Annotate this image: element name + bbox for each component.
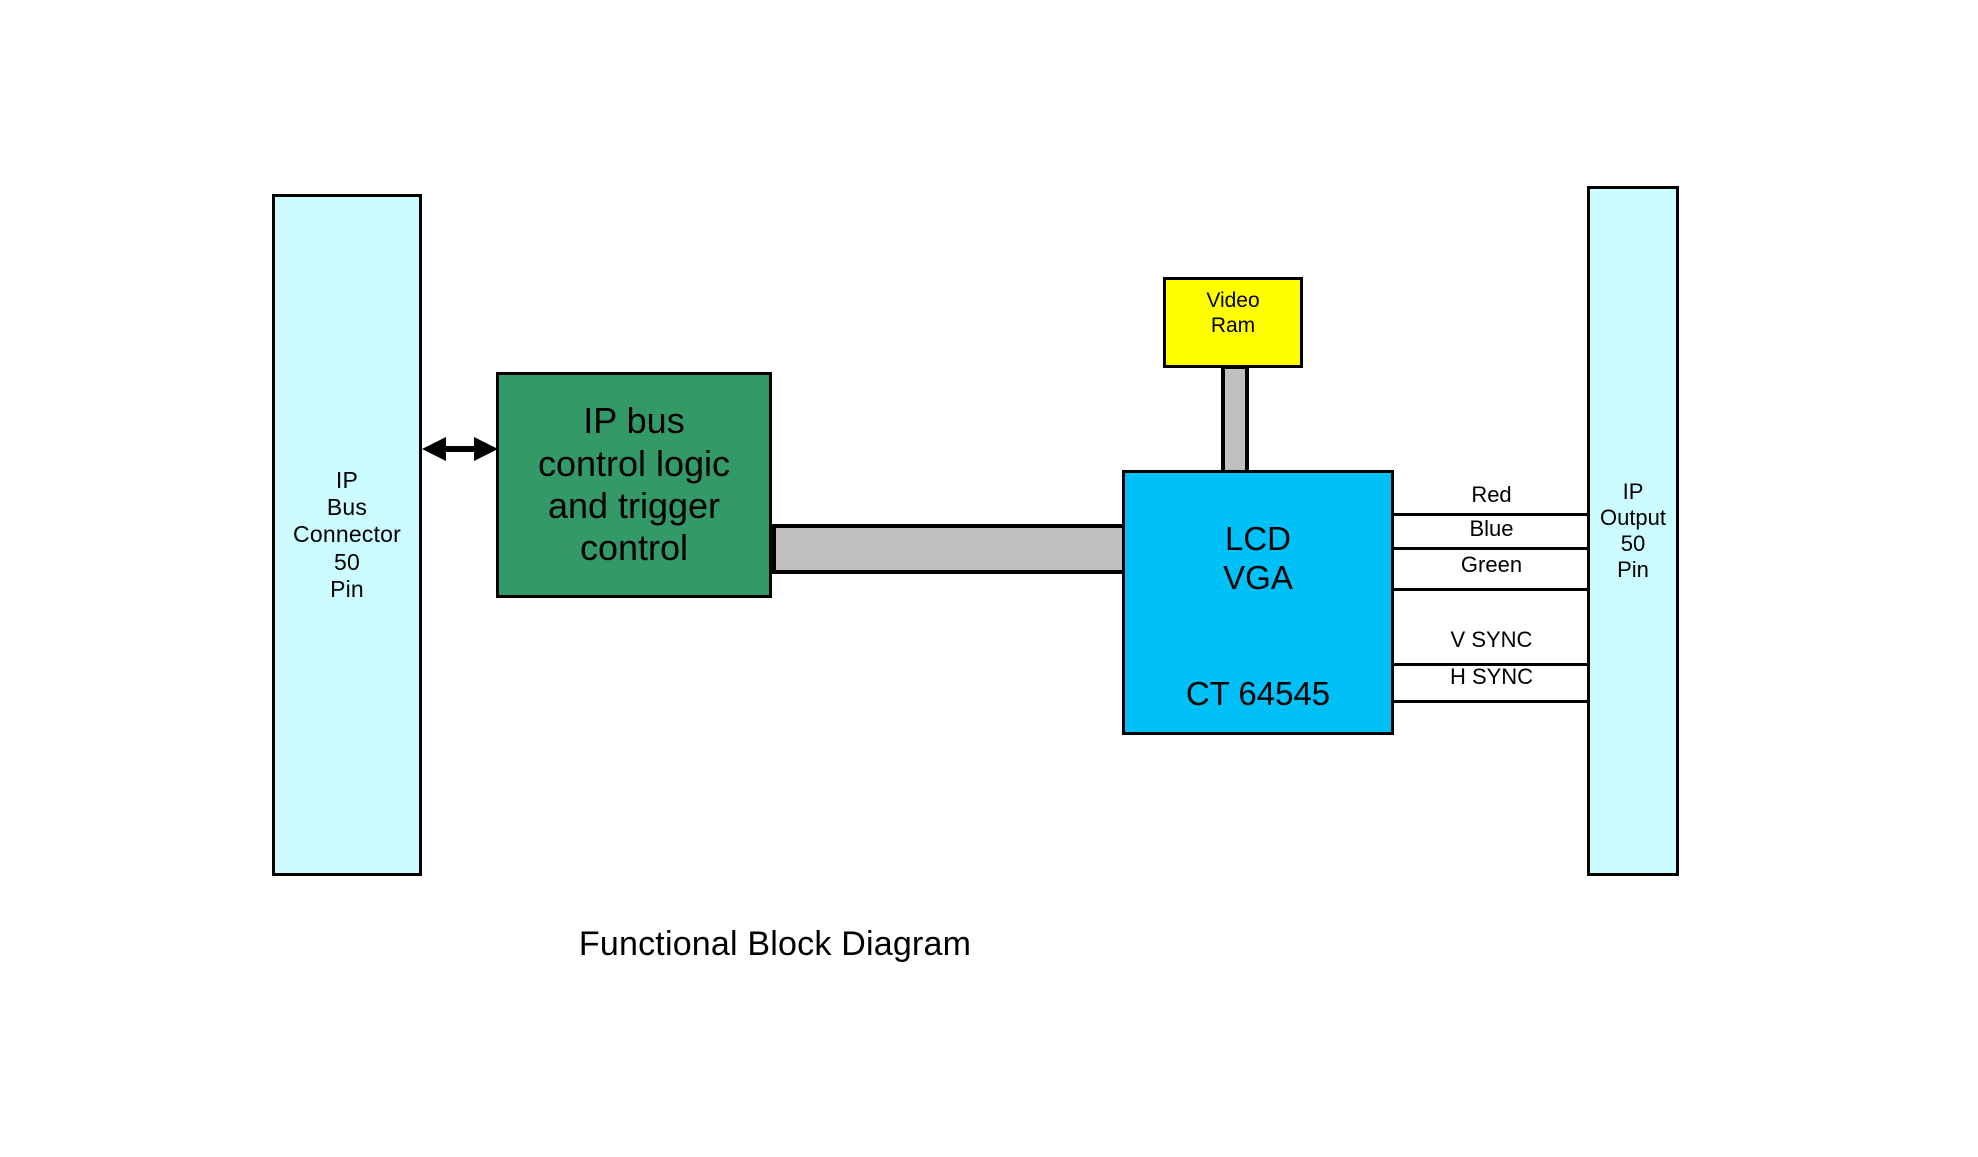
bidirectional-arrow-icon — [422, 437, 498, 461]
signal-line-v-sync — [1394, 663, 1589, 666]
signal-label-v-sync: V SYNC — [1450, 627, 1533, 652]
ip-bus-control-logic-block: IP bus control logic and trigger control — [496, 372, 772, 598]
signal-label-h-sync: H SYNC — [1449, 664, 1534, 689]
signal-label-red: Red — [1471, 482, 1512, 507]
lcd-vga-block: LCD VGA CT 64545 — [1122, 470, 1394, 735]
signal-line-h-sync — [1394, 700, 1589, 703]
diagram-caption: Functional Block Diagram — [578, 925, 972, 963]
control-to-lcd-bus — [772, 524, 1138, 574]
signal-line-blue — [1394, 547, 1589, 550]
lcd-vga-title: LCD VGA — [1223, 519, 1293, 596]
diagram-caption-wrapper: Functional Block Diagram — [0, 925, 1978, 964]
signal-line-red — [1394, 513, 1589, 516]
signal-label-green: Green — [1460, 552, 1523, 577]
signal-line-green — [1394, 588, 1589, 591]
ip-output-connector-block: IP Output 50 Pin — [1587, 186, 1679, 876]
lcd-vga-text-group: LCD VGA CT 64545 — [1125, 481, 1391, 753]
signal-label-blue: Blue — [1469, 516, 1514, 541]
video-ram-block: Video Ram — [1163, 277, 1303, 368]
ip-bus-connector-block: IP Bus Connector 50 Pin — [272, 194, 422, 876]
lcd-vga-part-number: CT 64545 — [1185, 674, 1331, 712]
video-ram-to-lcd-bus — [1221, 365, 1249, 477]
